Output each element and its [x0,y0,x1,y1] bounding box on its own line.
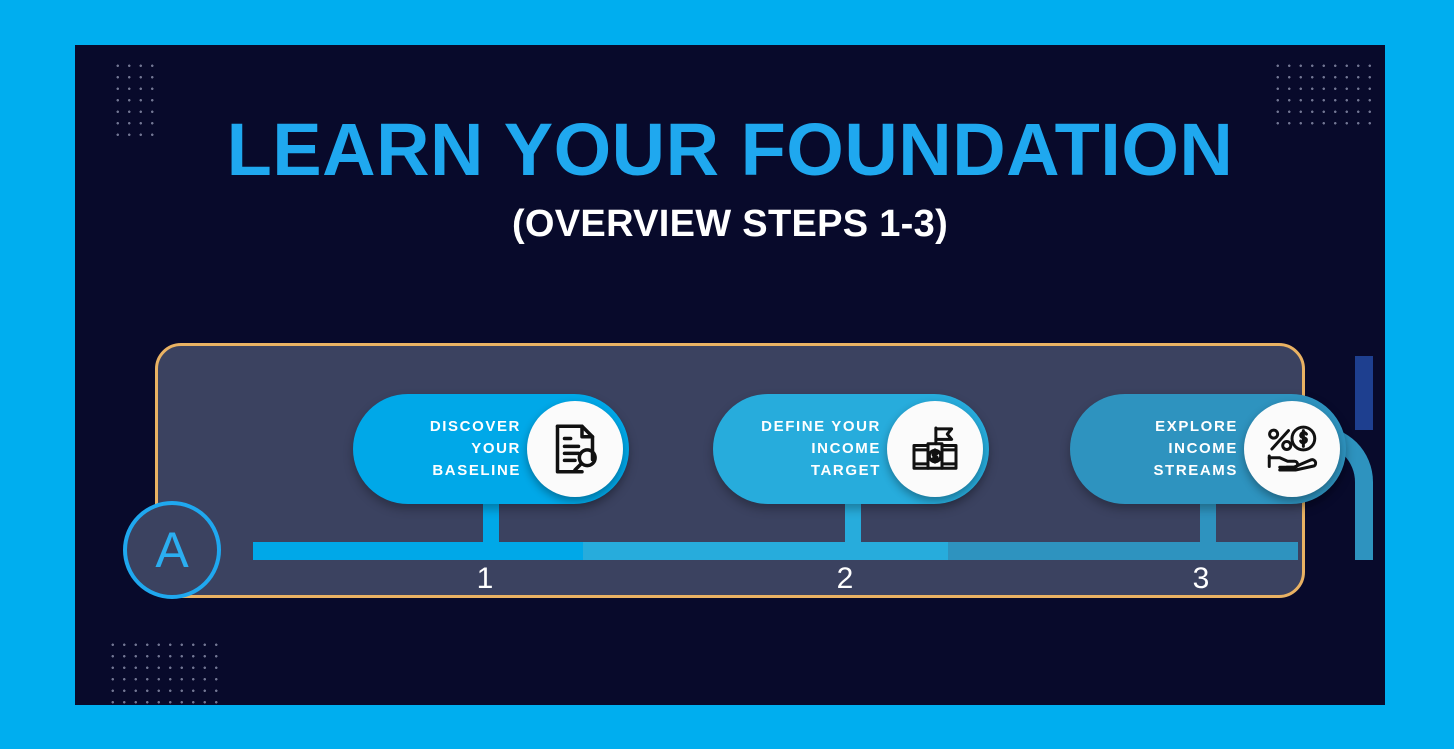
money-stack-flag-icon [887,401,983,497]
step-label-2-line1: DEFINE YOUR [761,418,881,436]
steps-card: A 1 2 3 DISCOVER YOUR BASELINE [123,343,1373,599]
section-marker-label: A [155,522,189,578]
step-label-3-line1: EXPLORE [1155,418,1238,436]
dark-content-panel: LEARN YOUR FOUNDATION (OVERVIEW STEPS 1-… [75,45,1385,705]
timeline-segment-1 [253,542,583,560]
step-pill-1[interactable]: DISCOVER YOUR BASELINE [353,394,629,504]
connector-stem-3 [1200,498,1216,546]
timeline-segment-2 [583,542,948,560]
connector-stem-1 [483,498,499,546]
step-label-3-line2: INCOME [1168,440,1238,458]
step-label-3-line3: STREAMS [1153,461,1238,479]
step-pill-2[interactable]: DEFINE YOUR INCOME TARGET [713,394,989,504]
step-label-1: DISCOVER YOUR BASELINE [353,416,527,481]
step-number-1: 1 [476,562,494,595]
step-number-3: 3 [1192,562,1210,595]
timeline-segment-3 [948,542,1298,560]
step-label-3: EXPLORE INCOME STREAMS [1070,416,1244,481]
hand-percent-dollar-icon [1244,401,1340,497]
step-label-2: DEFINE YOUR INCOME TARGET [713,416,887,481]
timeline-top-cap [1355,356,1373,430]
step-pill-3[interactable]: EXPLORE INCOME STREAMS [1070,394,1346,504]
connector-stem-2 [845,498,861,546]
document-magnifier-icon [527,401,623,497]
page-title: LEARN YOUR FOUNDATION [226,108,1234,191]
step-number-2: 2 [836,562,854,595]
section-marker-a: A [123,501,221,599]
step-label-1-line1: DISCOVER [429,418,521,436]
step-label-2-line3: TARGET [810,461,881,479]
step-label-2-line2: INCOME [811,440,881,458]
step-label-1-line2: YOUR [471,440,521,458]
step-label-1-line3: BASELINE [432,461,521,479]
page-subtitle: (OVERVIEW STEPS 1-3) [511,203,949,245]
dot-grid-bottom-left [105,637,223,705]
